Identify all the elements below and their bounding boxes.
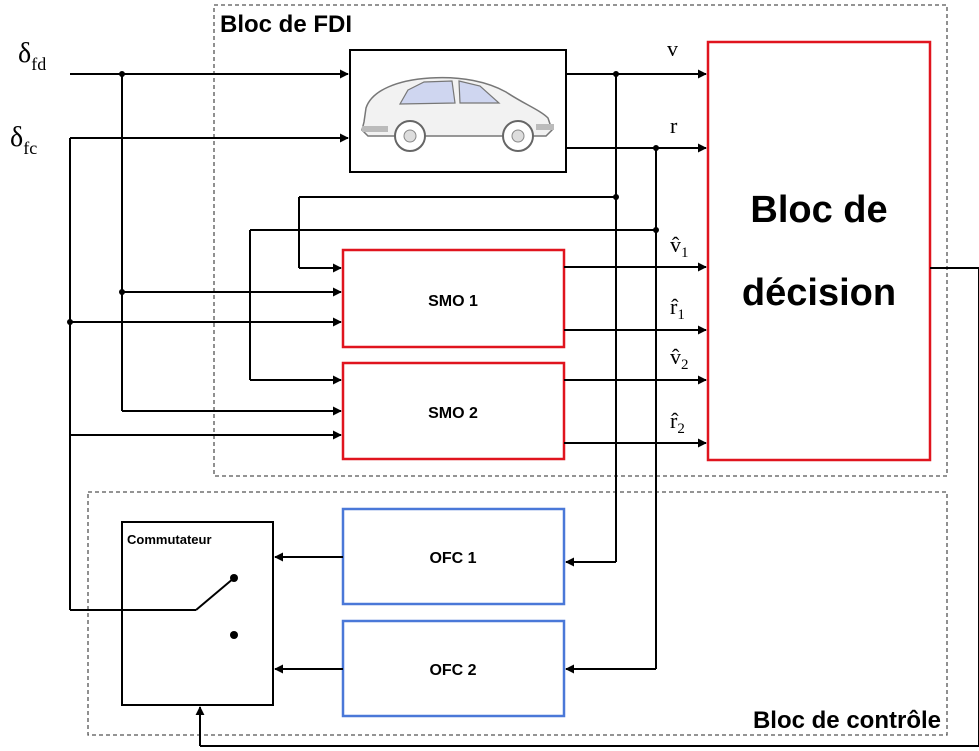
delta-fd-label: δfd: [18, 38, 46, 74]
v-label: v: [667, 36, 678, 61]
smo1-block: [341, 248, 566, 349]
control-block-label: Bloc de contrôle: [753, 707, 941, 734]
ofc2-block: [341, 619, 566, 718]
v2-hat-label: v̂2: [670, 344, 689, 373]
v1-hat-label: v̂1: [670, 232, 689, 261]
car-icon: [361, 76, 554, 152]
fdi-block-label: Bloc de FDI: [220, 11, 352, 38]
fdi-block-frame: [213, 4, 948, 477]
ofc2-label: OFC 2: [429, 662, 476, 679]
switch-icon: [195, 574, 238, 639]
control-block-frame: [87, 491, 948, 736]
connections: [69, 69, 979, 747]
smo2-block: [341, 361, 566, 461]
ofc1-block: [341, 507, 566, 606]
decision-label-line2: décision: [742, 272, 896, 314]
decision-label-line1: Bloc de: [750, 189, 887, 231]
ofc1-label: OFC 1: [429, 550, 476, 567]
decision-block: [706, 40, 932, 462]
smo1-label: SMO 1: [428, 293, 478, 310]
r-label: r: [670, 113, 678, 138]
commutateur-label: Commutateur: [127, 532, 212, 547]
r1-hat-label: r̂1: [670, 294, 685, 323]
r2-hat-label: r̂2: [670, 408, 685, 437]
smo2-label: SMO 2: [428, 405, 478, 422]
junction-dots: [67, 71, 659, 325]
commutateur-block: [121, 521, 274, 706]
delta-fc-label: δfc: [10, 122, 37, 158]
